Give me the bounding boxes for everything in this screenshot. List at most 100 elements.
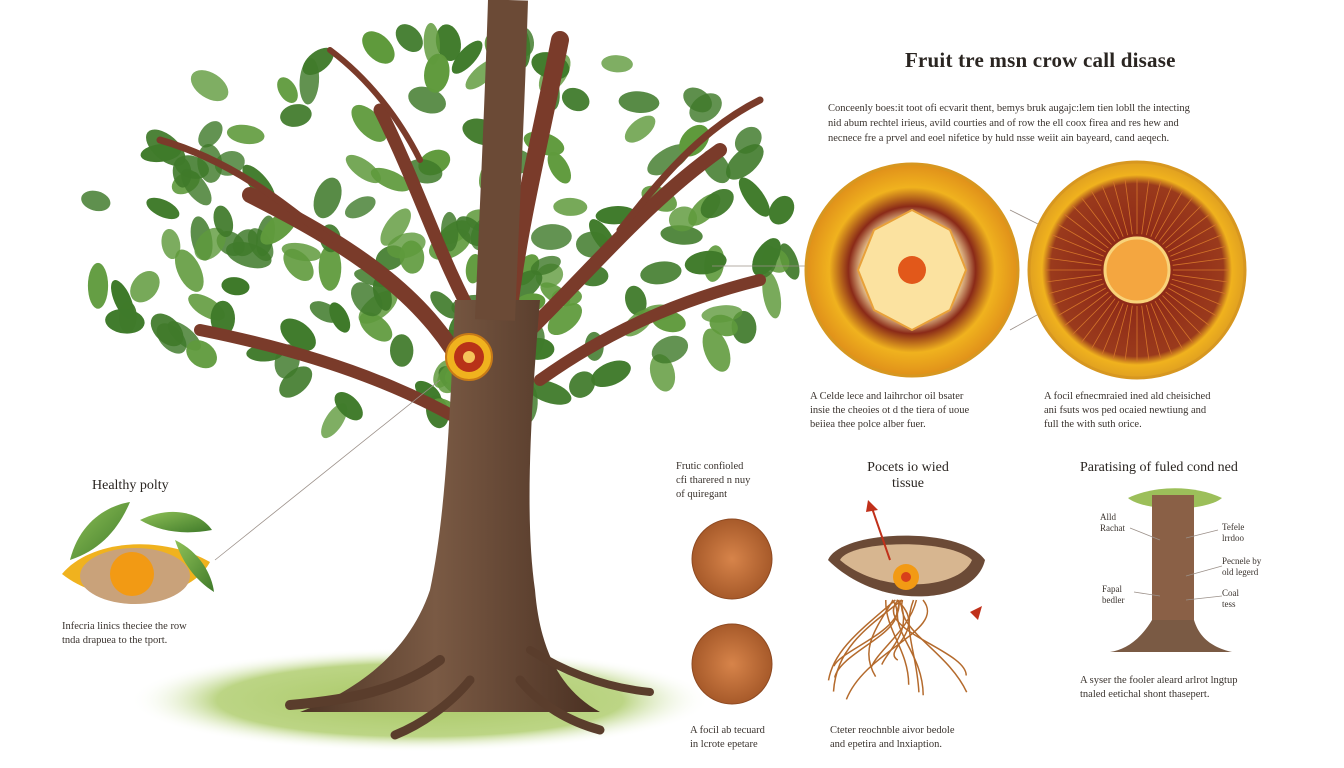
- leaf: [146, 197, 180, 220]
- leaf: [150, 313, 184, 347]
- leaf: [130, 270, 160, 303]
- section-spoke: [1112, 304, 1129, 360]
- section-spoke: [1171, 245, 1227, 262]
- section-spoke: [1080, 196, 1116, 242]
- leaf: [668, 206, 698, 232]
- tree-roots: [285, 646, 654, 740]
- section-spoke: [1167, 223, 1217, 253]
- left-inset-heading: Healthy polty: [92, 478, 169, 493]
- section-spoke: [1141, 305, 1150, 362]
- leaf: [569, 371, 596, 398]
- leaf: [408, 86, 446, 114]
- leaf: [226, 124, 265, 145]
- leaf: [414, 380, 442, 404]
- root-strand: [833, 599, 900, 667]
- leaf: [351, 104, 387, 142]
- leaf: [683, 87, 712, 113]
- leaf: [280, 318, 316, 351]
- section-spoke: [1051, 283, 1104, 306]
- root-strand: [900, 599, 968, 693]
- texture-column-caption: A focil ab tecuard in lcrote epetare: [690, 725, 765, 750]
- leaf: [651, 335, 689, 364]
- root-strand: [908, 599, 920, 693]
- leaf: [194, 227, 226, 261]
- section-spoke: [1047, 245, 1103, 262]
- leaf: [701, 305, 743, 323]
- trunk-section-caption: A syser the fooler aleard arlrot lngtup …: [1080, 675, 1238, 700]
- leaf: [334, 392, 363, 421]
- leaf: [547, 303, 583, 336]
- tree-trunk: [300, 300, 600, 712]
- leaf: [649, 354, 676, 392]
- leaf: [181, 168, 212, 206]
- section-spoke: [1158, 196, 1194, 242]
- leaf: [561, 87, 590, 112]
- pocket-section-caption: Cteter reochnble aivor bedole and epetir…: [830, 725, 955, 750]
- trunk-label-left-bottom: Fapal bedler: [1102, 584, 1125, 605]
- leaf: [553, 197, 588, 216]
- section-spoke: [1170, 283, 1223, 306]
- section-spoke: [1154, 190, 1184, 239]
- leaf: [174, 249, 204, 292]
- upper-trunk: [475, 0, 528, 321]
- tissue-pocket-section: [827, 500, 985, 700]
- leaf: [186, 340, 217, 369]
- section-spoke: [1167, 287, 1217, 317]
- leaf: [309, 301, 341, 323]
- section-spoke: [1124, 178, 1133, 235]
- texture-sample-2: [691, 623, 773, 705]
- section-spoke: [1150, 303, 1173, 356]
- texture-column-heading: Frutic confioled cfi tharered n nuy of q…: [676, 461, 751, 500]
- leaf: [387, 232, 426, 259]
- leaf: [221, 277, 250, 296]
- section-spoke: [1165, 291, 1211, 327]
- section-spoke: [1071, 204, 1112, 245]
- leaf: [161, 228, 181, 260]
- cross-section-2: [1027, 160, 1247, 380]
- healthy-fruit-inset: [62, 502, 214, 604]
- leaf: [547, 151, 572, 184]
- leaf: [359, 312, 393, 342]
- trunk-label-right-top: Tefele lrrdoo: [1222, 522, 1245, 543]
- leaf: [198, 121, 223, 148]
- leaf: [762, 271, 782, 319]
- parasite-trunk-section: [1110, 488, 1232, 652]
- section-spoke: [1045, 257, 1102, 266]
- root-strand: [833, 599, 898, 678]
- leaf: [299, 58, 320, 105]
- trunk-label-right-mid: Pecnele by old legerd: [1222, 556, 1262, 577]
- leaf: [423, 22, 440, 65]
- leaf: [702, 328, 731, 372]
- left-inset-caption: Infecria linics theciee the row tnda dra…: [62, 621, 187, 646]
- leaf: [140, 143, 182, 163]
- leaf: [280, 104, 312, 127]
- leaf: [526, 379, 572, 405]
- leaf: [625, 285, 647, 316]
- leaf: [601, 55, 633, 73]
- section-spoke: [1101, 184, 1124, 237]
- leaf: [440, 211, 459, 252]
- leaf: [731, 310, 757, 344]
- leaf: [660, 225, 703, 245]
- intro-paragraph: Conceenly boes:it toot ofi ecvarit thent…: [828, 103, 1190, 144]
- section-spoke: [1162, 295, 1203, 336]
- section-spoke: [1172, 274, 1229, 283]
- section-spoke: [1080, 298, 1116, 344]
- section-spoke: [1045, 274, 1102, 283]
- cross-section-1: [804, 162, 1020, 378]
- leaf: [344, 196, 376, 219]
- root-strand: [870, 599, 918, 668]
- section-spoke: [1154, 301, 1184, 350]
- leaf: [435, 24, 461, 62]
- page-title: Fruit tre msn crow call disase: [905, 48, 1176, 72]
- root-strand: [892, 599, 967, 676]
- section-spoke: [1101, 303, 1124, 356]
- leaf: [618, 91, 660, 113]
- root-strand: [832, 599, 903, 692]
- leaf: [430, 291, 458, 319]
- section-spoke: [1172, 257, 1229, 266]
- trunk-label-right-bottom: Coal tess: [1222, 588, 1239, 609]
- leaf: [370, 167, 411, 192]
- section-spoke: [1145, 304, 1162, 360]
- section-spoke: [1165, 213, 1211, 249]
